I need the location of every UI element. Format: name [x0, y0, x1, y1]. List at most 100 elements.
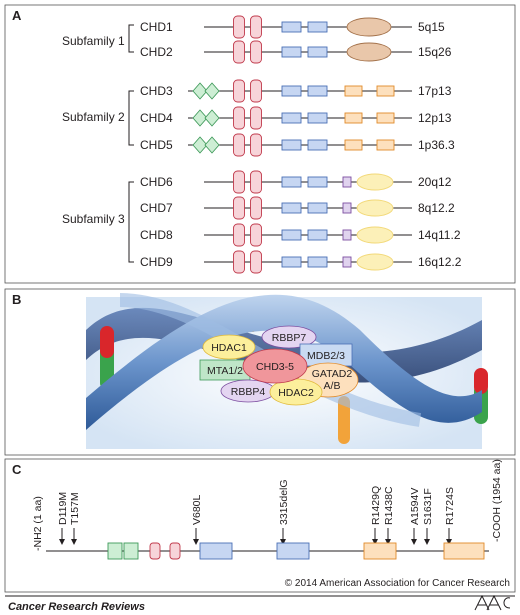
mutation-arrow-head: [385, 539, 391, 545]
helicase-domain-1: [281, 46, 302, 58]
aacr-logo-c: [503, 597, 511, 609]
nurd-complex: RBBP7 MDB2/3 HDAC1 MTA1/2 GATAD2 A/B RBB…: [199, 325, 359, 406]
gene-row-chd1: CHD1 5q15: [140, 15, 445, 39]
mutation-label-group: R1724S: [444, 487, 456, 525]
hdac2-label: HDAC2: [278, 387, 314, 399]
mutation-arrow-head: [446, 539, 452, 545]
chdct2-domain: [376, 85, 395, 97]
gene-name: CHD2: [140, 45, 173, 59]
rbbp7-label: RBBP7: [272, 332, 307, 344]
subfamily-bracket: [128, 90, 134, 146]
subfamily-label: Subfamily 3: [62, 212, 125, 226]
chromodomain-1: [233, 15, 245, 39]
gene-locus: 5q15: [418, 20, 445, 34]
gene-name: CHD3: [140, 84, 173, 98]
dna-rung-red: [100, 326, 114, 358]
mutation-label: R1438C: [383, 486, 395, 525]
mutation-s1631f: S1631F: [422, 488, 434, 545]
chd7-phd-2: [123, 542, 139, 560]
chromodomain-2: [250, 79, 262, 103]
mdb-label: MDB2/3: [307, 350, 345, 362]
subfamily-bracket: [128, 181, 134, 263]
mutation-arrow-head: [193, 539, 199, 545]
mutation-r1429q: R1429Q: [370, 486, 382, 545]
helicase-domain-2: [307, 112, 328, 124]
helicase-domain-1: [281, 112, 302, 124]
helicase-domain-1: [281, 202, 302, 214]
chromodomain-2: [250, 40, 262, 64]
dna-strand-front: [86, 294, 482, 430]
chromodomain-1: [233, 196, 245, 220]
gene-name: CHD5: [140, 138, 173, 152]
dna-rung-orange: [338, 396, 350, 444]
mutation-label-group: R1429Q: [370, 486, 382, 525]
mutation-arrow-head: [411, 539, 417, 545]
mutation-t157m: T157M: [69, 492, 81, 545]
chromodomain-2: [250, 133, 262, 157]
chromodomain-2: [250, 250, 262, 274]
mutation-label: V680L: [191, 494, 203, 525]
nterm-label-group: -NH2 (1 aa): [32, 496, 44, 551]
chromodomain-1: [233, 106, 245, 130]
helicase-domain-1: [281, 21, 302, 33]
mutation-label-group: 3315delG: [278, 479, 290, 525]
chd-bubble: [242, 348, 308, 384]
helicase-domain-2: [307, 139, 328, 151]
rbbp4-label: RBBP4: [231, 386, 266, 398]
gene-name: CHD6: [140, 175, 173, 189]
dna-binding-domain: [346, 17, 392, 37]
chromodomain-2: [250, 15, 262, 39]
brk-domain: [356, 226, 394, 244]
sant-domain: [344, 139, 363, 151]
aacr-logo-mark: [474, 594, 502, 611]
sant-domain: [344, 85, 363, 97]
mutation-arrow-head: [372, 539, 378, 545]
chd-label: CHD3-5: [256, 361, 294, 373]
subfamily-label: Subfamily 1: [62, 34, 125, 48]
gene-locus: 17p13: [418, 84, 452, 98]
helicase-domain-1: [281, 85, 302, 97]
mutation-arrow-head: [71, 539, 77, 545]
helicase-domain-2: [307, 85, 328, 97]
journal-name: Cancer Research Reviews: [8, 601, 145, 613]
gatad2-label: GATAD2: [312, 368, 353, 380]
chromodomain-1: [233, 250, 245, 274]
helicase-domain-2: [307, 46, 328, 58]
mutation-label: A1594V: [409, 488, 421, 525]
mutation-3315delg: 3315delG: [278, 479, 290, 545]
mutation-r1438c: R1438C: [383, 486, 395, 545]
mutation-label: R1429Q: [370, 486, 382, 525]
chromodomain-1: [233, 170, 245, 194]
sant-domain: [342, 256, 352, 268]
helicase-domain-1: [281, 256, 302, 268]
panel-b-letter: B: [12, 292, 21, 307]
mutation-label-group: D119M: [57, 492, 69, 525]
chromodomain-1: [233, 79, 245, 103]
subfamily-label: Subfamily 2: [62, 110, 125, 124]
chromodomain-2: [250, 170, 262, 194]
brk-domain: [356, 173, 394, 191]
gatad2-label-ab: A/B: [324, 380, 341, 392]
gene-name: CHD7: [140, 201, 173, 215]
rbbp7-bubble: [261, 325, 317, 349]
dna-illustration: RBBP7 MDB2/3 HDAC1 MTA1/2 GATAD2 A/B RBB…: [86, 293, 488, 449]
helicase-domain-2: [307, 21, 328, 33]
chdct2-domain: [376, 139, 395, 151]
chromodomain-2: [250, 106, 262, 130]
subfamily-3-group: Subfamily 3: [62, 181, 134, 263]
panel-c-frame: [4, 458, 516, 593]
chromodomain-1: [233, 133, 245, 157]
gene-name: CHD1: [140, 20, 173, 34]
mutation-r1724s: R1724S: [444, 487, 456, 545]
chromodomain-2: [250, 196, 262, 220]
hdac1-bubble: [202, 334, 256, 360]
mutation-v680l: V680L: [191, 494, 203, 545]
subfamily-2-group: Subfamily 2: [62, 90, 134, 146]
